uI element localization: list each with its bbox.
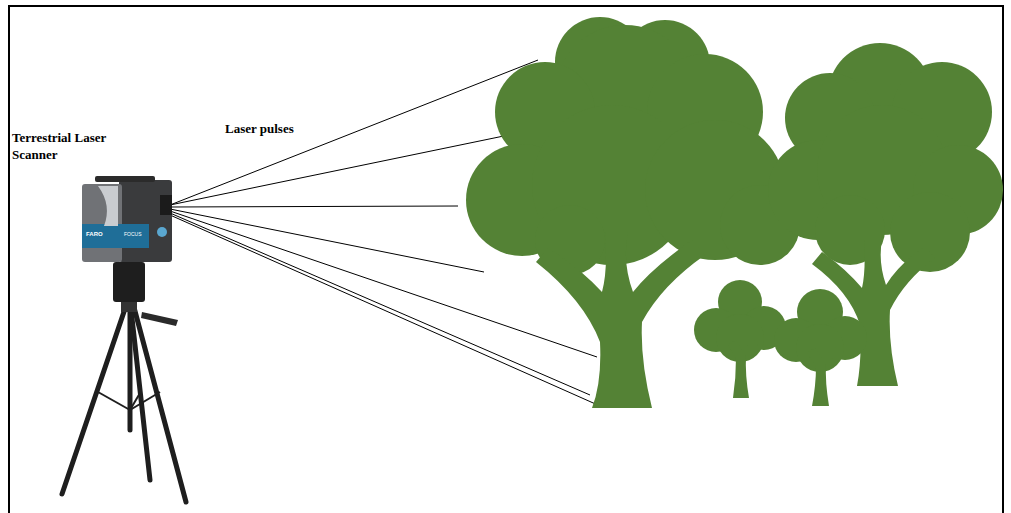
laser-scanner bbox=[82, 176, 172, 262]
tree-small bbox=[694, 280, 867, 406]
scanner-label: Terrestrial Laser Scanner bbox=[12, 130, 130, 164]
pulses-label: Laser pulses bbox=[225, 121, 294, 138]
tree-large-left bbox=[466, 17, 800, 408]
laser-pulses bbox=[170, 60, 600, 406]
tree-large-right bbox=[768, 43, 1003, 386]
frame bbox=[9, 6, 1003, 513]
tripod bbox=[62, 262, 186, 502]
model-logo: FOCUS bbox=[124, 232, 142, 237]
brand-logo: FARO bbox=[86, 231, 103, 237]
